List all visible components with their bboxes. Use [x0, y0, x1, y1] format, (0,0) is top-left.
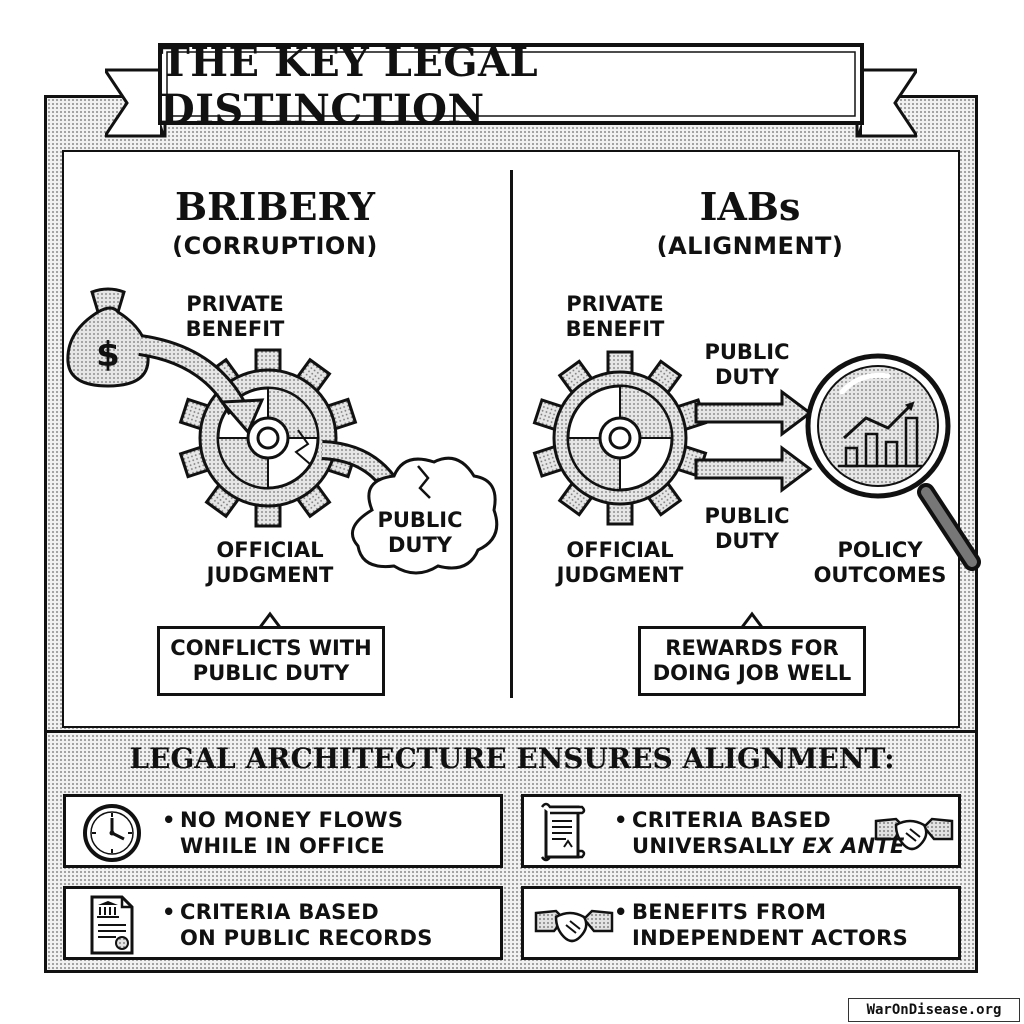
card-text: • NO MONEY FLOWS WHILE IN OFFICE — [162, 807, 404, 859]
public-duty-arrow-bottom — [694, 445, 813, 493]
clock-icon — [83, 804, 141, 862]
card-line1: CRITERIA BASED — [632, 808, 831, 832]
label-private-benefit-left: PRIVATE BENEFIT — [185, 292, 285, 341]
private-benefit-arrow — [138, 334, 265, 435]
card-no-money-flows: • NO MONEY FLOWS WHILE IN OFFICE — [63, 794, 503, 868]
magnifying-glass-chart-icon — [805, 353, 981, 571]
bullet: • — [614, 808, 628, 832]
handshake-icon — [874, 817, 954, 851]
banner-ribbon — [105, 43, 917, 138]
card-line1: NO MONEY FLOWS — [180, 808, 404, 832]
label-public-duty-right-top: PUBLIC DUTY — [704, 340, 790, 389]
card-line2: WHILE IN OFFICE — [180, 834, 385, 858]
card-line1: BENEFITS FROM — [632, 900, 827, 924]
bottom-title: LEGAL ARCHITECTURE ENSURES ALIGNMENT: — [129, 742, 895, 775]
label-public-duty-left: PUBLIC DUTY — [377, 508, 463, 557]
label-official-judgment-right: OFFICIAL JUDGMENT — [556, 538, 684, 587]
card-public-records: • CRITERIA BASED ON PUBLIC RECORDS — [63, 886, 503, 960]
callout-conflicts: CONFLICTS WITH PUBLIC DUTY — [157, 626, 385, 696]
scroll-document-icon — [540, 802, 586, 862]
card-criteria-ex-ante: • CRITERIA BASED UNIVERSALLY EX ANTE — [521, 794, 961, 868]
iabs-title: IABs — [699, 184, 801, 229]
watermark: WarOnDisease.org — [848, 998, 1020, 1022]
card-text: • CRITERIA BASED UNIVERSALLY EX ANTE — [614, 807, 905, 859]
card-line2: ON PUBLIC RECORDS — [180, 926, 433, 950]
right-gear-icon — [532, 350, 708, 526]
label-public-duty-right-bottom: PUBLIC DUTY — [704, 504, 790, 553]
card-text: • CRITERIA BASED ON PUBLIC RECORDS — [162, 899, 433, 951]
card-line2: INDEPENDENT ACTORS — [632, 926, 909, 950]
bribery-subtitle: (CORRUPTION) — [172, 232, 378, 260]
bottom-section-divider — [44, 730, 978, 733]
card-line2: UNIVERSALLY — [632, 834, 803, 858]
card-text: • BENEFITS FROM INDEPENDENT ACTORS — [614, 899, 909, 951]
bullet: • — [162, 900, 176, 924]
column-divider — [510, 170, 513, 698]
card-line1: CRITERIA BASED — [180, 900, 379, 924]
public-duty-arrow-top — [694, 389, 813, 437]
handshake-icon — [534, 909, 614, 943]
label-official-judgment-left: OFFICIAL JUDGMENT — [206, 538, 334, 587]
card-line2-italic: EX ANTE — [802, 834, 905, 858]
label-private-benefit-right: PRIVATE BENEFIT — [565, 292, 665, 341]
label-policy-outcomes: POLICY OUTCOMES — [813, 538, 947, 587]
bribery-title: BRIBERY — [174, 184, 376, 229]
card-independent-actors: • BENEFITS FROM INDEPENDENT ACTORS — [521, 886, 961, 960]
money-symbol: $ — [96, 335, 120, 375]
iabs-subtitle: (ALIGNMENT) — [656, 232, 844, 260]
bullet: • — [162, 808, 176, 832]
money-bag-icon: $ — [66, 287, 150, 388]
bullet: • — [614, 900, 628, 924]
callout-rewards: REWARDS FOR DOING JOB WELL — [638, 626, 866, 696]
public-record-document-icon — [90, 895, 134, 955]
broken-public-duty-cloud — [350, 456, 499, 575]
